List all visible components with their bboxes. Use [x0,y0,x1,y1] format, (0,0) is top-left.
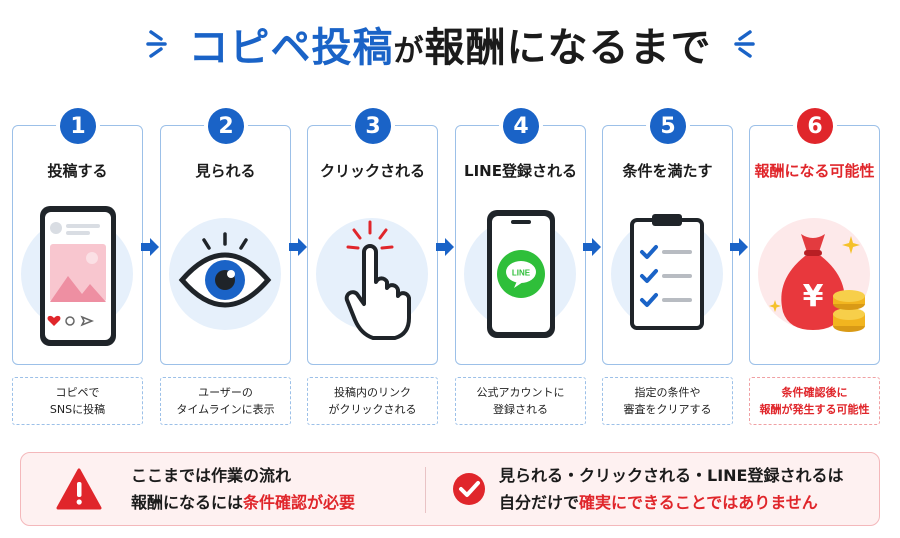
title-connector: が [393,34,425,69]
step-desc-6: 条件確認後に 報酬が発生する可能性 [749,377,880,425]
step-number-3: 3 [355,108,391,144]
arrow-right-icon [436,238,454,256]
arrow-right-icon [289,238,307,256]
step-desc-4-line2: 登録される [493,403,548,416]
arrow-right-icon [141,238,159,256]
line-phone-icon: LINE [487,210,555,338]
step-title-6: 報酬になる可能性 [754,162,875,180]
notice-left-line2-pre: 報酬になるには [131,493,244,512]
warning-icon [56,468,102,510]
checklist-icon [630,214,704,330]
step-desc-2: ユーザーの タイムラインに表示 [160,377,291,425]
eye-icon [178,232,272,308]
step-desc-3-line2: がクリックされる [328,403,417,416]
step-desc-4: 公式アカウントに 登録される [455,377,586,425]
line-badge-label: LINE [512,269,531,278]
yen-symbol: ¥ [803,279,824,314]
step-number-5: 5 [650,108,686,144]
sparkle-left-icon [145,27,171,61]
check-circle-icon [453,473,485,505]
step-number-1: 1 [60,108,96,144]
step-desc-3: 投稿内のリンク がクリックされる [307,377,438,425]
step-desc-2-line2: タイムラインに表示 [176,403,275,416]
step-number-4: 4 [503,108,539,144]
step-desc-1-line1: コピペで [55,386,100,399]
notice-left-line1: ここまでは作業の流れ [131,466,292,485]
title-rest: 報酬になるまで [424,25,712,71]
step-title-4: LINE登録される [464,162,577,180]
step-number-2: 2 [208,108,244,144]
step-title-5: 条件を満たす [622,162,713,180]
notice-left-line2-hl: 条件確認が必要 [243,493,356,512]
step-title-3: クリックされる [319,162,425,180]
notice-divider [425,467,426,513]
step-desc-1: コピペで SNSに投稿 [12,377,143,425]
step-desc-6-line2: 報酬が発生する可能性 [759,403,870,416]
step-desc-5-line1: 指定の条件や [634,386,701,399]
notice-right-line2-pre: 自分だけで [499,493,580,512]
step-desc-5: 指定の条件や 審査をクリアする [602,377,733,425]
notice-left-text: ここまでは作業の流れ 報酬になるには条件確認が必要 [131,462,355,516]
pointer-hand-icon [344,220,411,340]
money-bag-icon: ¥ [769,234,865,332]
title-highlight: コピペ投稿 [188,25,394,71]
page-title: コピペ投稿が報酬になるまで [0,14,900,74]
sparkle-right-icon [730,27,756,61]
notice-box: ここまでは作業の流れ 報酬になるには条件確認が必要 見られる・クリックされる・L… [20,452,880,526]
step-desc-4-line1: 公式アカウントに [476,386,565,399]
step-desc-5-line2: 審査をクリアする [623,403,712,416]
notice-right-line1: 見られる・クリックされる・LINE登録されるは [499,466,844,485]
step-desc-1-line2: SNSに投稿 [49,403,106,416]
step-title-1: 投稿する [47,162,108,180]
notice-right-text: 見られる・クリックされる・LINE登録されるは 自分だけで確実にできることではあ… [499,462,843,516]
arrow-right-icon [583,238,601,256]
notice-right-line2-hl: 確実にできることではありません [579,493,818,512]
phone-post-icon [40,206,116,346]
step-title-2: 見られる [195,162,256,180]
step-desc-3-line1: 投稿内のリンク [334,386,411,399]
arrow-right-icon [730,238,748,256]
step-desc-2-line1: ユーザーの [198,386,253,399]
step-number-6: 6 [797,108,833,144]
step-desc-6-line1: 条件確認後に [781,386,848,399]
